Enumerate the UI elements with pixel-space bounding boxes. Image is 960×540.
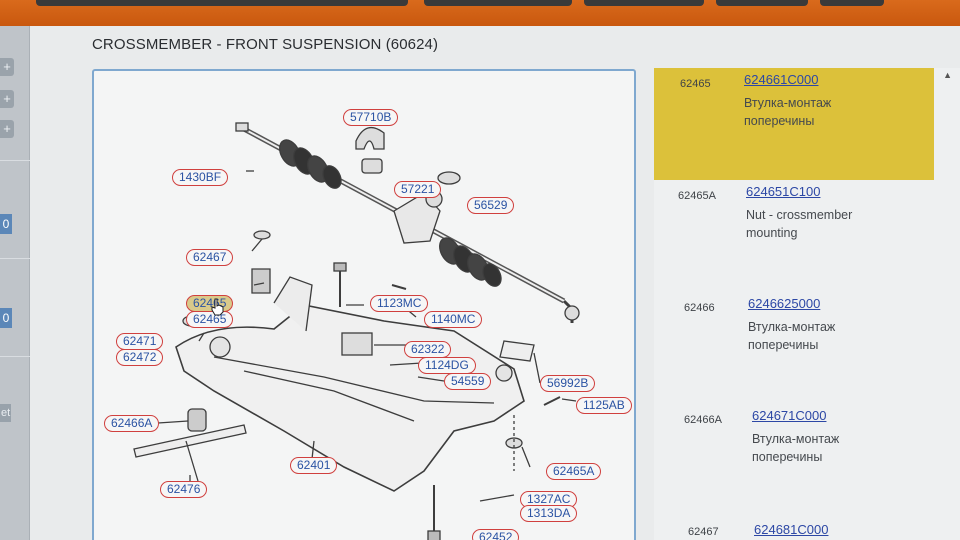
parts-diagram[interactable]: 57710B 1430BF 57221 56529 62467 62465 62… (92, 69, 636, 540)
hand-cursor-icon (211, 298, 224, 316)
part-row[interactable]: 62466A 624671C000 Втулка-монтаж поперечи… (654, 404, 934, 516)
top-toolbar (0, 0, 960, 26)
callout-1430BF[interactable]: 1430BF (172, 169, 229, 186)
callout-62467[interactable]: 62467 (186, 249, 234, 266)
steering-boot-left (279, 139, 342, 189)
part-description: Втулка-монтаж поперечины (744, 96, 832, 128)
part-description: Втулка-монтаж поперечины (748, 320, 836, 352)
callout-1123MC[interactable]: 1123MC (370, 295, 429, 312)
callout-1124DG[interactable]: 1124DG (418, 357, 476, 374)
callout-62322[interactable]: 62322 (404, 341, 452, 358)
callout-62466A[interactable]: 62466A (104, 415, 160, 432)
toolbar-button[interactable] (424, 0, 572, 6)
ref-number: 62467 (688, 526, 719, 538)
washer (437, 171, 461, 185)
rack-bushing (361, 158, 383, 174)
sidebar-label[interactable]: et (0, 404, 12, 422)
callout-56992B[interactable]: 56992B (540, 375, 596, 392)
callout-62452[interactable]: 62452 (472, 529, 520, 540)
count-badge[interactable]: 0 (0, 308, 12, 328)
tie-rod-end (235, 122, 249, 132)
part-number-link[interactable]: 6246625000 (748, 296, 821, 311)
part-number-link[interactable]: 624671C000 (752, 408, 827, 423)
part-description: Nut - crossmember mounting (746, 208, 853, 240)
callout-62472[interactable]: 62472 (116, 349, 164, 366)
part-description: Втулка-монтаж поперечины (752, 432, 840, 464)
toolbar-button[interactable] (716, 0, 808, 6)
part-row[interactable]: 62465A 624651C100 Nut - crossmember moun… (654, 180, 934, 292)
part-number-link[interactable]: 624651C100 (746, 184, 821, 199)
expand-button[interactable]: + (0, 120, 14, 138)
scroll-up-arrow-icon[interactable]: ▲ (943, 70, 952, 80)
search-field-edge[interactable] (36, 0, 408, 6)
ref-number: 62465A (678, 190, 716, 202)
divider (0, 356, 30, 357)
callout-57710B[interactable]: 57710B (343, 109, 399, 126)
part-row-selected[interactable]: 62465 624661C000 Втулка-монтаж поперечин… (654, 68, 934, 180)
callout-62401[interactable]: 62401 (290, 457, 338, 474)
toolbar-button[interactable] (820, 0, 884, 6)
callout-56529[interactable]: 56529 (467, 197, 515, 214)
part-row[interactable]: 62467 624681C000 (654, 516, 934, 540)
ref-number: 62466 (684, 302, 715, 314)
callout-62465A[interactable]: 62465A (546, 463, 602, 480)
divider (0, 160, 30, 161)
callout-54559[interactable]: 54559 (444, 373, 492, 390)
callout-62471[interactable]: 62471 (116, 333, 164, 350)
callout-1313DA[interactable]: 1313DA (520, 505, 578, 522)
page-title: CROSSMEMBER - FRONT SUSPENSION (60624) (92, 36, 439, 53)
part-number-link[interactable]: 624661C000 (744, 72, 819, 87)
callout-62476[interactable]: 62476 (160, 481, 208, 498)
callout-57221[interactable]: 57221 (394, 181, 442, 198)
steering-boot-right (439, 237, 502, 287)
main-content: CROSSMEMBER - FRONT SUSPENSION (60624) (30, 26, 960, 540)
divider (0, 258, 30, 259)
toolbar-button[interactable] (584, 0, 704, 6)
expand-button[interactable]: + (0, 90, 14, 108)
ref-number: 62465 (680, 78, 711, 90)
rack-clamp (355, 126, 385, 150)
ref-number: 62466A (684, 414, 722, 426)
left-sidebar: + + + 0 0 et (0, 26, 30, 540)
parts-list: ▲ 62465 624661C000 Втулка-монтаж попереч… (654, 68, 960, 540)
callout-1140MC[interactable]: 1140MC (424, 311, 483, 328)
part-number-link[interactable]: 624681C000 (754, 522, 829, 537)
part-row[interactable]: 62466 6246625000 Втулка-монтаж поперечин… (654, 292, 934, 404)
callout-1327AC[interactable]: 1327AC (520, 491, 578, 508)
callout-1125AB[interactable]: 1125AB (576, 397, 632, 414)
expand-button[interactable]: + (0, 58, 14, 76)
count-badge[interactable]: 0 (0, 214, 12, 234)
stabilizer-link (133, 424, 247, 458)
